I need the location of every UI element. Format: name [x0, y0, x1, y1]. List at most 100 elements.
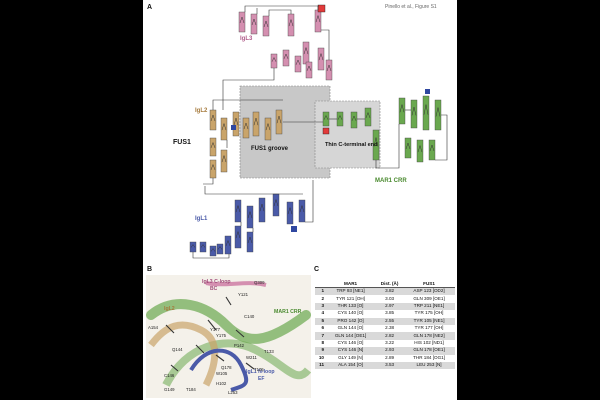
igl3-strand [305, 61, 313, 79]
residue-label: L253 [228, 390, 238, 395]
residue-label: Y177 [210, 327, 221, 332]
mar1-strand-arrow [337, 114, 343, 120]
distance-value: 2.82 [376, 332, 404, 340]
igl2-strand [264, 117, 272, 141]
panel-c-letter: C [314, 266, 320, 273]
igl1-strand [258, 197, 266, 223]
fus1-residue: TYR 177 [OH] [414, 325, 444, 331]
igl3-strand [317, 47, 325, 71]
thin-end-label: Thin C-terminal end [325, 142, 378, 148]
connector-line [203, 178, 214, 185]
igl2-ribbon [148, 321, 219, 387]
igl2-label: IgL2 [195, 108, 208, 114]
mar1-ribbon [146, 299, 311, 344]
residue-stick [170, 364, 179, 372]
mar1-strand [434, 99, 442, 131]
fus1-residue: ASP 123 [OD2] [403, 287, 455, 296]
distance-value: 3.22 [385, 340, 395, 346]
igl1-strand-arrow [235, 230, 241, 239]
mar1-ribbon [162, 339, 311, 387]
panel-b-letter: B [147, 266, 153, 273]
igl3-strand [287, 13, 295, 37]
connector-line [435, 114, 448, 161]
mar1-strand [416, 139, 424, 163]
row-index: 5 [315, 317, 325, 325]
igl2-closeup-label: IgL2 [164, 306, 175, 312]
igl1-strand-arrow [287, 206, 293, 215]
igl1-strand-arrow [235, 204, 241, 213]
igl3-strand-arrow [271, 56, 277, 62]
residue-label: Y175 [216, 333, 227, 338]
fus1-residue: TYR 175 [OH] [414, 310, 444, 316]
mar1-strand-arrow [411, 106, 417, 116]
residue-stick [195, 344, 205, 354]
blue-marker [425, 89, 430, 94]
igl1-small-strand-arrow [190, 244, 196, 248]
distance-value: 2.55 [376, 317, 404, 325]
igl2-strand-arrow [221, 122, 227, 131]
fus1-residue: GLN 178 [NE2] [403, 332, 455, 340]
igl2-strand-arrow [265, 122, 271, 131]
igl2-strand-arrow [210, 114, 216, 122]
residue-label: Q144 [172, 347, 183, 352]
mar1-strand [410, 99, 418, 129]
mar1-crr-label: MAR1 CRR [375, 178, 407, 184]
mar1-strand-arrow [373, 137, 379, 147]
figure-citation: Pinello et al., Figure S1 [385, 4, 437, 10]
fus1-residue: GLN 178 [OE1] [403, 347, 455, 355]
igl1-strand-arrow [299, 204, 305, 213]
igl3-strand [325, 59, 333, 81]
igl1-loop [189, 348, 249, 392]
mar1-strand-arrow [351, 115, 357, 121]
mar1-strand [422, 95, 430, 131]
connector-line [204, 186, 303, 195]
igl3-strand-arrow [288, 18, 294, 27]
mar1-residue: TYR 121 [OH] [336, 295, 365, 301]
distance-value: 3.53 [376, 361, 404, 370]
mar1-strand [336, 111, 344, 127]
row-index: 4 [321, 310, 324, 316]
igl2-strand [209, 159, 217, 179]
igl2-strand-arrow [233, 117, 239, 126]
residue-label: C146 [164, 373, 175, 378]
fus1-groove-label: FUS1 groove [251, 146, 289, 152]
igl3-strand [262, 15, 270, 37]
mar1-strand [398, 97, 406, 125]
igl1-strand-arrow [247, 236, 253, 244]
mar1-residue: THR 133 [O] [325, 302, 377, 311]
table-header-dist: Dist. (Å) [376, 280, 404, 288]
red-marker [322, 127, 330, 135]
igl3-strand-arrow [315, 14, 321, 23]
igl1-small-strand [189, 241, 197, 253]
distance-value: 3.03 [385, 295, 395, 301]
blue-marker [291, 226, 297, 232]
igl1-small-strand [216, 243, 224, 255]
mar1-strand-arrow [435, 107, 441, 117]
mar1-residue: ALA 154 [O] [325, 361, 377, 370]
mar1-strand [428, 139, 436, 161]
table-header-fus1: FUS1 [403, 280, 455, 288]
residue-stick [165, 324, 175, 334]
mar1-strand-arrow [423, 104, 429, 115]
igl3-strand-arrow [295, 59, 301, 65]
table-header-row: MAR1 Dist. (Å) FUS1 [315, 280, 455, 288]
table-header-mar1: MAR1 [325, 280, 377, 288]
residue-stick [215, 354, 225, 362]
residue-label: T105 [254, 367, 264, 372]
mar1-residue: GLN 144 [O] [337, 325, 364, 331]
igl1-strand [234, 225, 242, 249]
igl2-strand [220, 149, 228, 173]
igl1-strand-arrow [225, 239, 231, 246]
igl3-strand [294, 55, 302, 73]
row-index: 9 [315, 347, 325, 355]
igl3-strand-arrow [263, 20, 269, 28]
fus1-residue: GLN 309 [OE1] [413, 295, 445, 301]
fus1-residue: TRP 211 [NE1] [403, 302, 455, 311]
residue-label: P142 [234, 343, 245, 348]
